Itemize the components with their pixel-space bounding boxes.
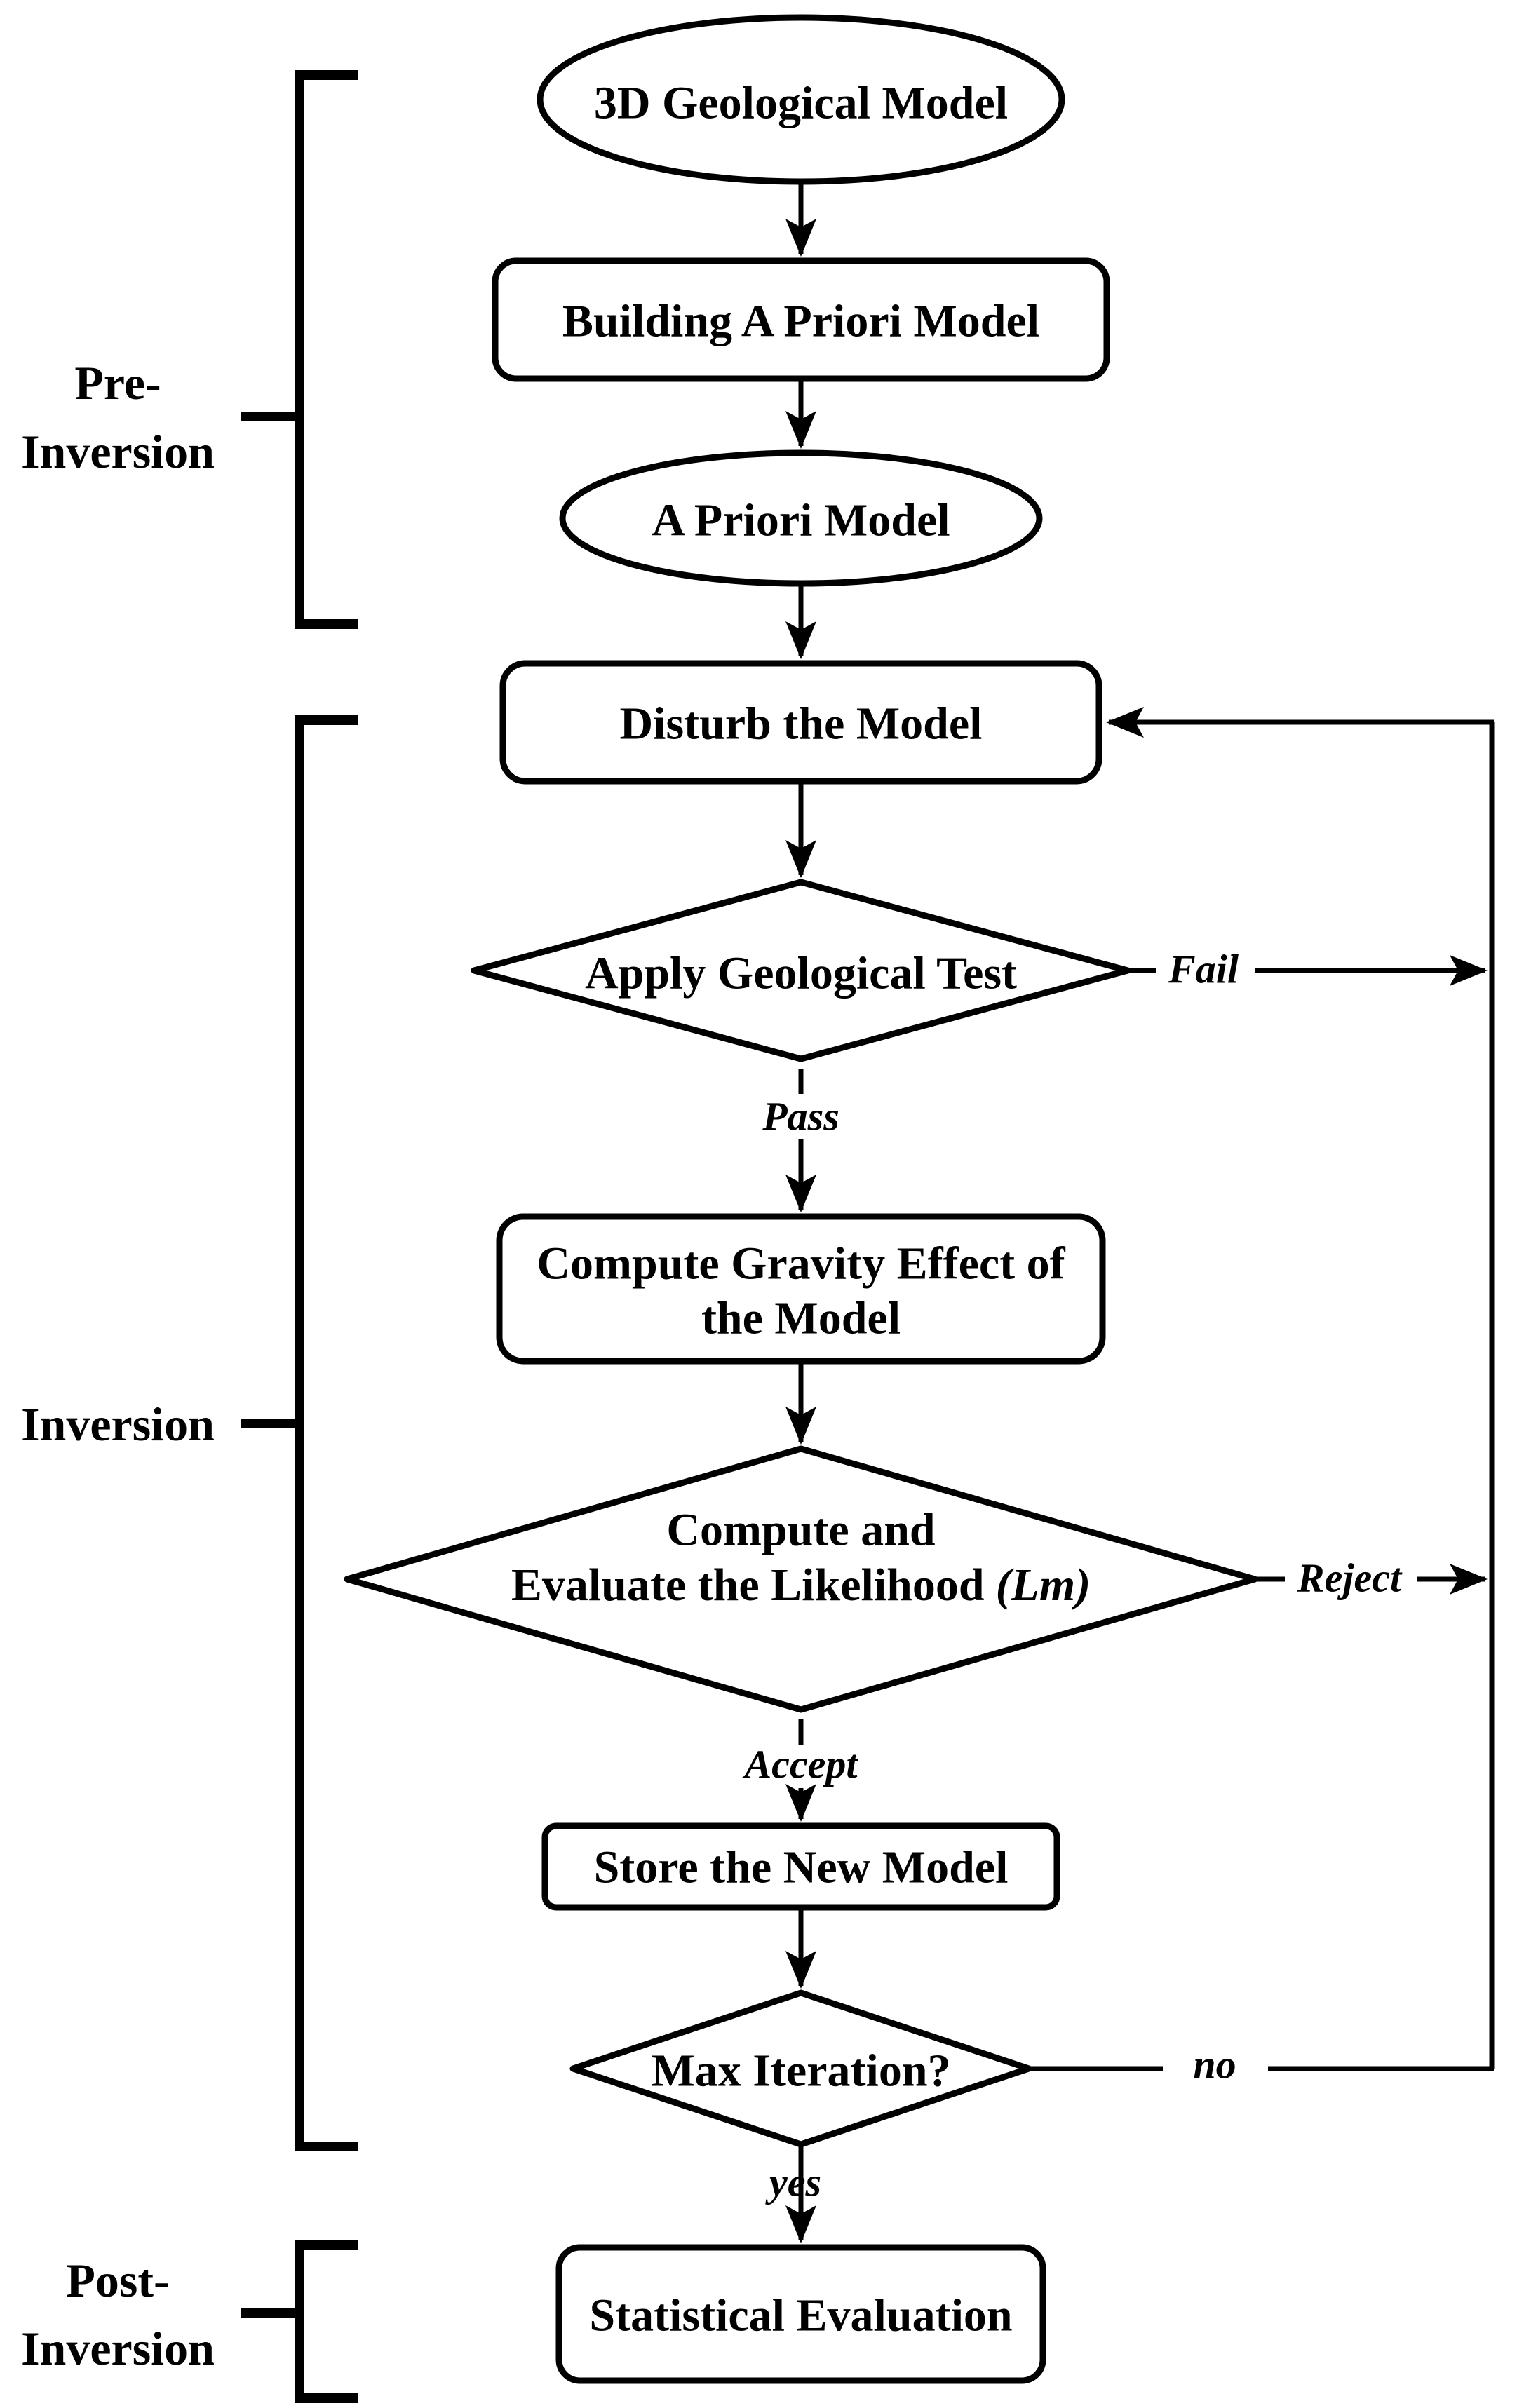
- section-label-post-line2: Inversion: [21, 2322, 215, 2375]
- node-a-priori-model: [559, 449, 1043, 587]
- edge-label-no: no: [1193, 2042, 1236, 2088]
- node-compute-gravity-effect: [496, 1213, 1106, 1365]
- node-3d-geological-model: [537, 14, 1065, 185]
- label-compute-gravity-line1: Compute Gravity Effect of: [537, 1238, 1065, 1290]
- node-statistical-evaluation: [555, 2244, 1046, 2384]
- edge-label-pass: Pass: [762, 1094, 839, 1139]
- node-max-iteration: [569, 1989, 1032, 2148]
- node-apply-geological-test: [471, 879, 1131, 1062]
- node-building-a-priori-model: [492, 257, 1110, 382]
- node-disturb-the-model: [499, 660, 1102, 785]
- post-inversion-bracket: [241, 2240, 358, 2403]
- label-disturb-the-model: Disturb the Model: [620, 698, 983, 750]
- edge-label-yes: yes: [765, 2160, 821, 2205]
- label-store-the-new-model: Store the New Model: [594, 1842, 1009, 1893]
- label-likelihood-line2: Evaluate the Likelihood(Lm): [511, 1560, 1091, 1611]
- edge-label-reject: Reject: [1297, 1555, 1403, 1601]
- label-max-iteration: Max Iteration?: [651, 2045, 950, 2097]
- pre-inversion-bracket: [241, 70, 358, 629]
- flow-connectors: [785, 184, 1495, 2243]
- section-label-post-line1: Post-: [66, 2254, 169, 2307]
- node-evaluate-likelihood: [344, 1445, 1258, 1713]
- section-label-pre-line1: Pre-: [74, 356, 161, 410]
- label-statistical-evaluation: Statistical Evaluation: [589, 2290, 1012, 2341]
- section-label-inversion: Inversion: [21, 1398, 215, 1451]
- label-3d-geological-model: 3D Geological Model: [594, 78, 1008, 129]
- label-apply-geological-test: Apply Geological Test: [585, 948, 1017, 999]
- edge-label-fail: Fail: [1168, 947, 1239, 992]
- label-compute-gravity-line2: the Model: [701, 1293, 901, 1344]
- edge-label-accept: Accept: [742, 1742, 858, 1787]
- inversion-bracket: [241, 715, 358, 2151]
- section-label-pre-line2: Inversion: [21, 425, 215, 478]
- label-building-a-priori-model: Building A Priori Model: [562, 296, 1039, 347]
- node-store-the-new-model: [541, 1822, 1060, 1911]
- label-a-priori-model: A Priori Model: [652, 495, 950, 546]
- label-likelihood-line1: Compute and: [666, 1505, 935, 1556]
